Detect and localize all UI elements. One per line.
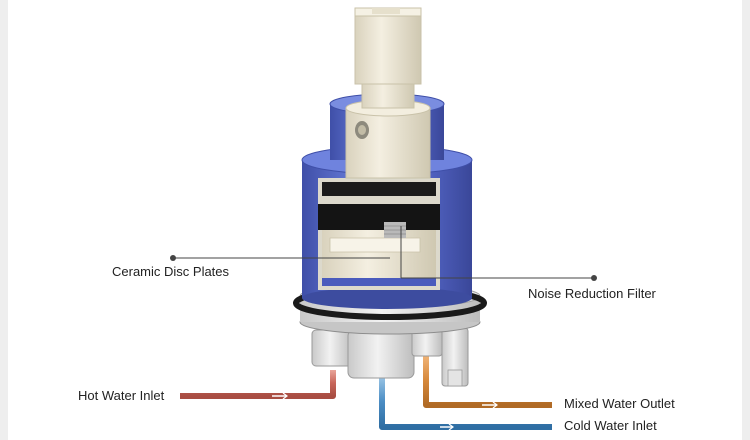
- label-cold-water-inlet: Cold Water Inlet: [564, 418, 657, 433]
- top-stem: [354, 7, 422, 109]
- right-margin-band: [742, 0, 750, 440]
- left-margin-band: [0, 0, 8, 440]
- leader-ceramic: [170, 255, 390, 261]
- leader-noise: [400, 226, 597, 281]
- mixed-water-pipe: [423, 356, 552, 409]
- hot-water-pipe: [180, 370, 336, 400]
- bottom-ports: [311, 327, 469, 387]
- cold-water-pipe: [379, 376, 552, 431]
- label-noise-reduction-filter: Noise Reduction Filter: [528, 286, 656, 301]
- cutaway-interior: [318, 178, 440, 290]
- spindle-column: [345, 99, 431, 179]
- label-ceramic-disc-plates: Ceramic Disc Plates: [112, 264, 230, 279]
- label-mixed-water-outlet: Mixed Water Outlet: [564, 396, 675, 411]
- label-hot-water-inlet: Hot Water Inlet: [78, 388, 165, 403]
